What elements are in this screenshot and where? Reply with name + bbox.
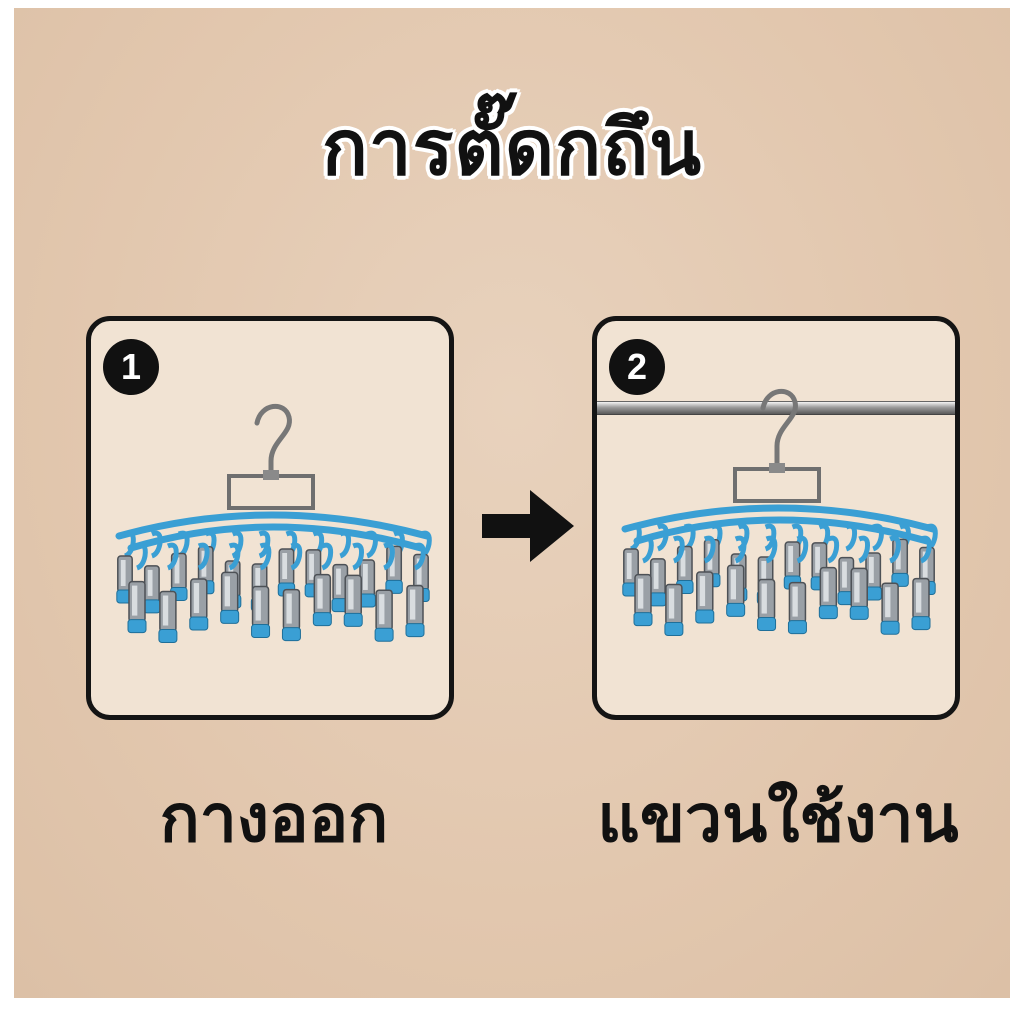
- step-2-caption: แขวนใช้งาน: [597, 780, 959, 857]
- hanging-rod: [597, 401, 955, 415]
- poster: การตั๊ดกถึน 1 2 กางออก แขวนใช้งาน: [14, 8, 1010, 998]
- clip-hanger-icon: [115, 404, 432, 644]
- step-1-caption: กางออก: [159, 780, 389, 857]
- step-number-badge: 2: [609, 339, 665, 395]
- step-2-panel: 2: [592, 316, 960, 720]
- right-arrow-icon: [482, 490, 574, 562]
- step-1-panel: 1: [86, 316, 454, 720]
- page-title: การตั๊ดกถึน: [321, 103, 703, 192]
- clip-hanger-icon: [621, 389, 938, 637]
- step-number-badge: 1: [103, 339, 159, 395]
